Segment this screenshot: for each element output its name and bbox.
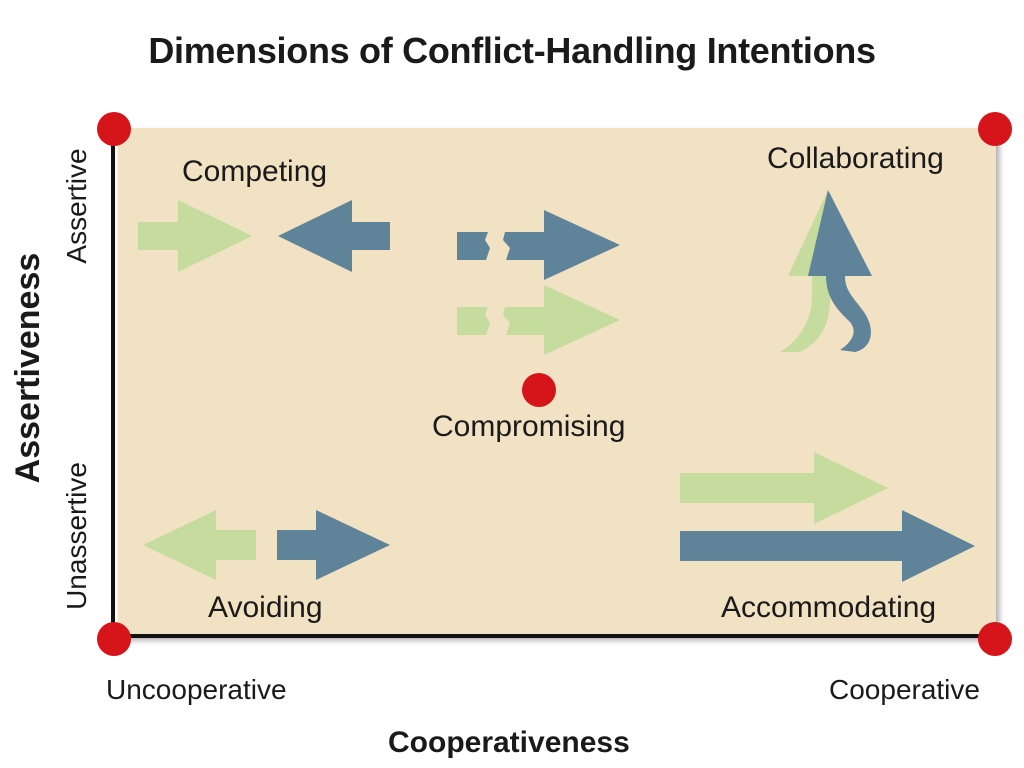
y-label-assertive: Assertive: [61, 148, 92, 264]
accommodating-blue-arrow: [680, 510, 975, 582]
x-label-cooperative: Cooperative: [829, 674, 980, 705]
page-title: Dimensions of Conflict-Handling Intentio…: [148, 30, 876, 71]
compromising-green-arrow-head: [503, 285, 620, 355]
compromising-blue-arrow-head: [503, 210, 620, 280]
label-accommodating: Accommodating: [721, 591, 937, 624]
label-competing: Competing: [182, 155, 328, 188]
y-axis-title: Assertiveness: [9, 252, 47, 484]
corner-dot-bottom-right: [978, 622, 1012, 656]
corner-dot-top-right: [978, 112, 1012, 146]
center-dot: [522, 373, 556, 407]
y-axis-line: [111, 128, 115, 638]
compromising-blue-arrow-tail: [457, 232, 490, 260]
avoiding-green-arrow: [143, 510, 256, 580]
label-collaborating: Collaborating: [767, 142, 944, 175]
competing-blue-arrow: [278, 200, 390, 272]
compromising-green-arrow-tail: [457, 307, 490, 335]
y-label-unassertive: Unassertive: [61, 462, 92, 610]
competing-green-arrow: [138, 200, 252, 272]
x-label-uncooperative: Uncooperative: [106, 674, 287, 705]
label-compromising: Compromising: [432, 410, 626, 443]
collaborating-blue-arrow: [808, 190, 872, 352]
label-avoiding: Avoiding: [208, 591, 323, 624]
corner-dot-bottom-left: [97, 622, 131, 656]
corner-dot-top-left: [97, 112, 131, 146]
accommodating-green-arrow: [680, 452, 888, 524]
x-axis-title: Cooperativeness: [388, 726, 630, 759]
x-axis-line: [111, 634, 996, 638]
avoiding-blue-arrow: [277, 510, 390, 580]
